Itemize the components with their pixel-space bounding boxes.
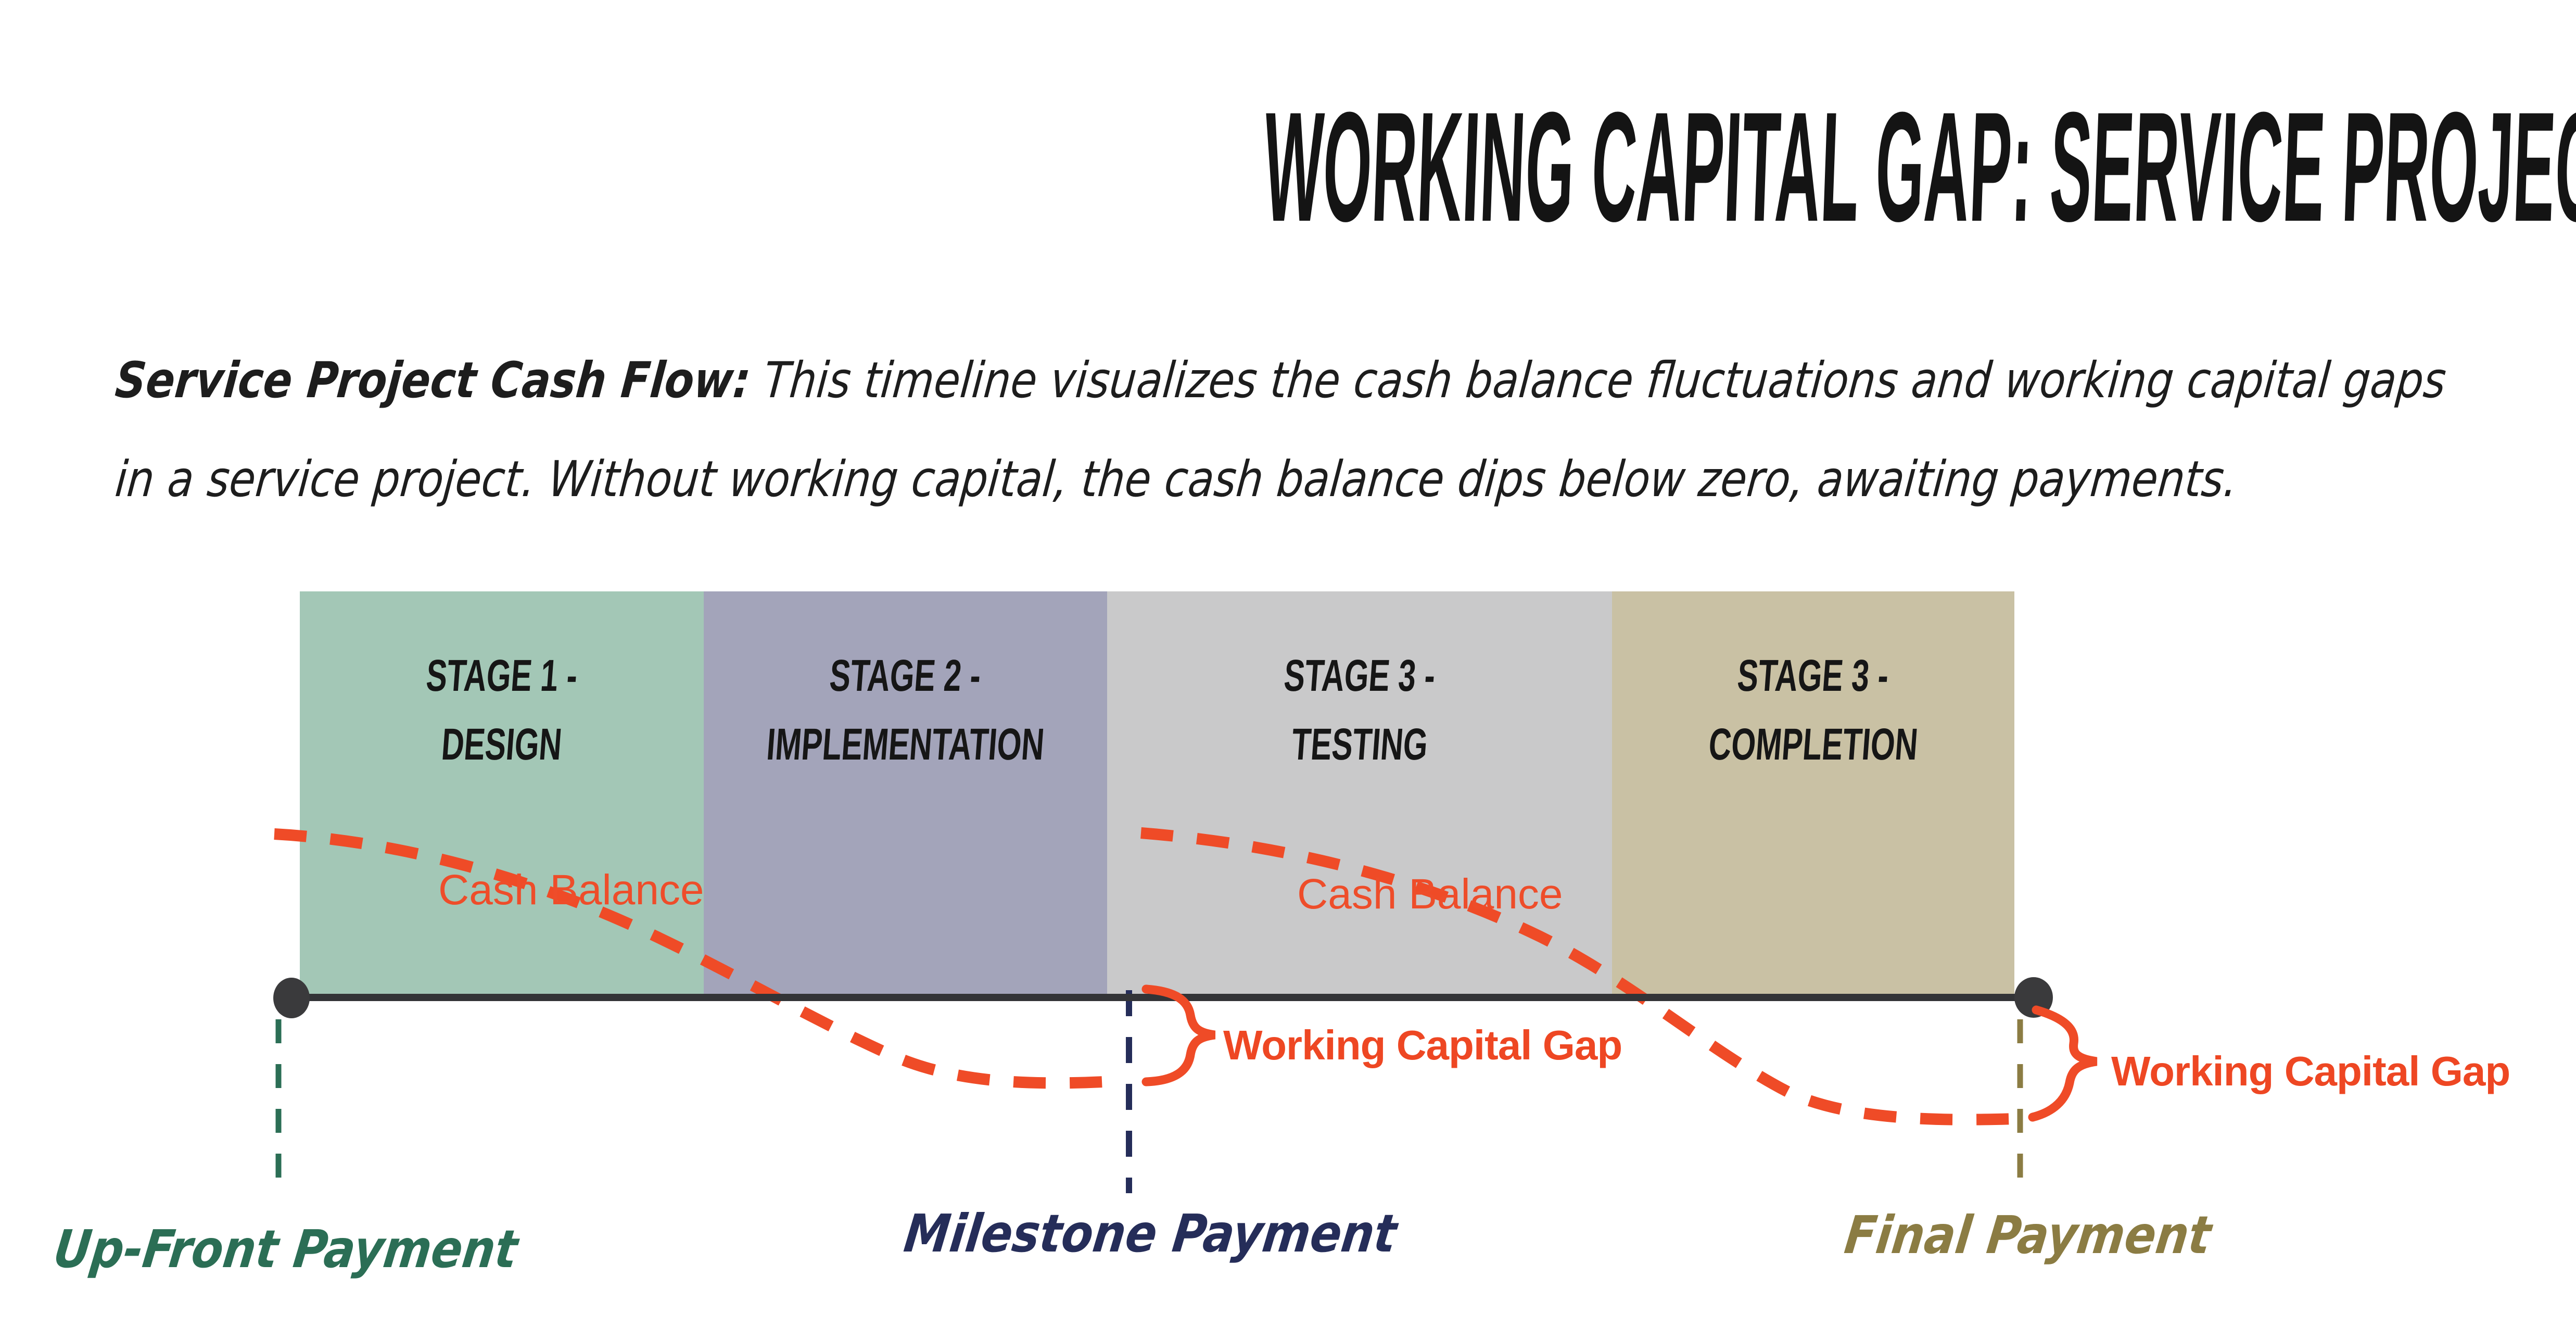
working-capital-gap-brace-1	[1141, 984, 1216, 1086]
stage-2-subtitle: IMPLEMENTATION	[765, 719, 1046, 769]
stage-4-subtitle: COMPLETION	[1707, 719, 1920, 769]
page-title-text: WORKING CAPITAL GAP: SERVICE PROJECT TIM…	[1261, 79, 2576, 254]
stage-3-subtitle: TESTING	[1290, 719, 1429, 769]
stage-2-title: STAGE 2 -	[828, 651, 983, 701]
stage-block-testing: STAGE 3 - TESTING	[1107, 591, 1612, 994]
stage-block-completion: STAGE 3 - COMPLETION	[1612, 591, 2014, 994]
stage-block-design: STAGE 1 - DESIGN	[300, 591, 704, 994]
stage-1-subtitle: DESIGN	[440, 719, 564, 769]
cash-balance-label-2: Cash Balance	[1297, 870, 1563, 918]
description: Service Project Cash Flow: This timeline…	[113, 331, 2576, 529]
working-capital-gap-label-2: Working Capital Gap	[2111, 1048, 2510, 1094]
stage-4-title: STAGE 3 -	[1736, 651, 1890, 701]
upfront-payment-label: Up-Front Payment	[50, 1219, 521, 1280]
timeline-end-dot	[2014, 977, 2053, 1018]
stage-1-title: STAGE 1 -	[424, 651, 579, 701]
final-payment-label: Final Payment	[1841, 1205, 2215, 1266]
working-capital-gap-brace-2	[2028, 1005, 2098, 1122]
cash-balance-label-1: Cash Balance	[438, 866, 704, 914]
stage-block-implementation: STAGE 2 - IMPLEMENTATION	[704, 591, 1107, 994]
description-line-1-rest: This timeline visualizes the cash balanc…	[761, 352, 2448, 409]
description-line-1: Service Project Cash Flow: This timeline…	[113, 331, 2576, 430]
stage-blocks: STAGE 1 - DESIGN STAGE 2 - IMPLEMENTATIO…	[300, 591, 2014, 994]
description-line-2-text: in a service project. Without working ca…	[113, 451, 2240, 508]
description-lead: Service Project Cash Flow:	[113, 352, 753, 409]
stage-3-title: STAGE 3 -	[1282, 651, 1437, 701]
working-capital-gap-label-1: Working Capital Gap	[1223, 1022, 1622, 1068]
page-title: WORKING CAPITAL GAP: SERVICE PROJECT TIM…	[0, 79, 2576, 299]
milestone-payment-label: Milestone Payment	[900, 1203, 1400, 1264]
description-line-2: in a service project. Without working ca…	[113, 430, 2576, 529]
